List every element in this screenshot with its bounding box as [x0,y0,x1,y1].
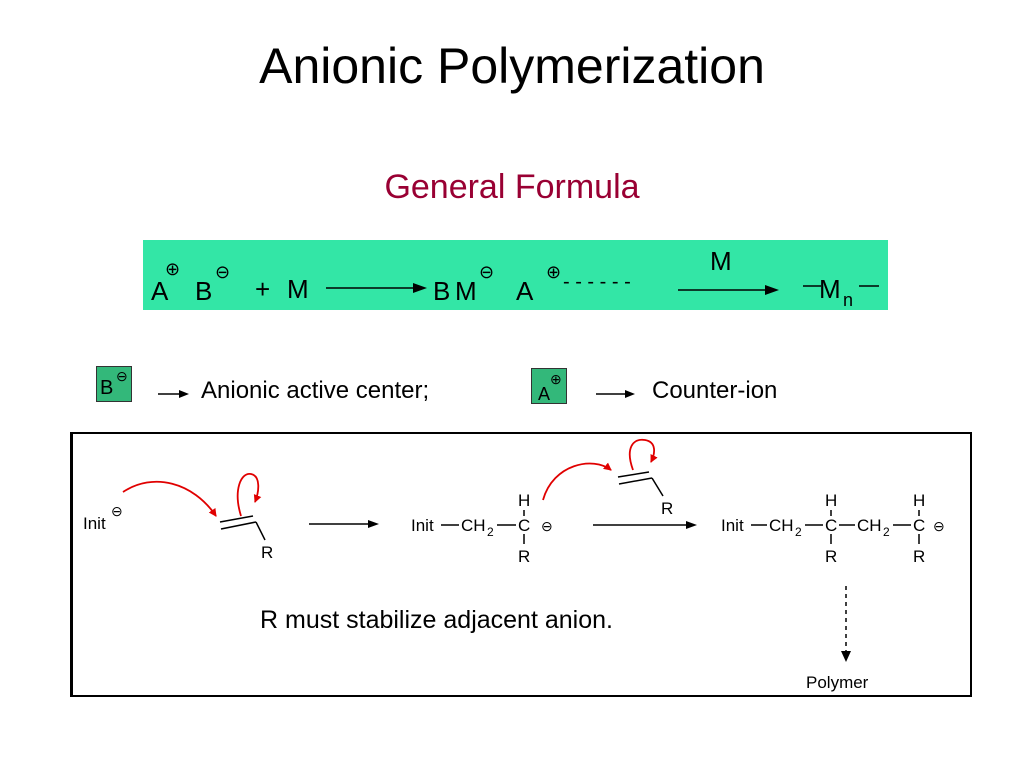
monomer1-r-bond [255,521,266,541]
chain-ch-2: CH [857,516,882,535]
intermediate-charge: ⊖ [541,518,553,534]
cation-legend-letter: A [538,384,551,404]
chain-c-2: C [913,516,925,535]
anion-legend-box: B ⊖ [96,366,132,402]
monomer2-r: R [661,499,673,518]
cation-legend-arrow [596,390,635,398]
mechanism-panel: Init ⊖ R Init CH 2 C H R ⊖ [70,432,972,697]
polymer-label: Polymer [806,673,869,692]
monomer2-r-bond [651,477,664,497]
formula-product-m: M [455,276,477,306]
formula-chain-n: n [843,290,853,310]
anion-legend-charge: ⊖ [116,368,128,384]
step-arrow-1-head [368,520,379,528]
intermediate-init: Init [411,516,434,535]
section-subtitle: General Formula [384,168,640,206]
monomer2-double-bond-b [618,477,653,485]
formula-b: B [195,276,212,306]
formula-monomer: M [287,274,309,304]
step-arrow-2-head [686,521,697,529]
formula-a: A [151,276,169,306]
chain-h-1: H [825,491,837,510]
anion-legend-text: Anionic active center; [201,377,430,404]
page-title: Anionic Polymerization [259,38,765,94]
reaction-arrow-2-head [765,285,779,295]
monomer1-r: R [261,543,273,562]
general-formula-banner: A ⊕ B ⊖ + M B M ⊖ A ⊕ - - - - - - M M n [143,240,888,310]
mechanism-diagram: Init ⊖ R Init CH 2 C H R ⊖ [83,438,945,692]
monomer2-double-bond-a [617,471,650,478]
intermediate-h: H [518,491,530,510]
anion-legend-arrow [158,390,189,398]
formula-product-m-charge: ⊖ [479,262,494,282]
cation-legend-box: A ⊕ [531,368,567,404]
monomer2-electron-arrow [628,438,658,471]
reaction-arrow-1-head [413,283,427,293]
formula-arrow-label: M [710,246,732,276]
chain-sub2-1: 2 [795,525,802,539]
formula-chain-m: M [819,274,841,304]
initiator-attack-arrow [122,480,217,517]
chain-init: Init [721,516,744,535]
chain-ch-1: CH [769,516,794,535]
anion-legend-letter: B [100,377,114,399]
intermediate-sub2: 2 [487,525,494,539]
intermediate-r: R [518,547,530,566]
chain-r-1: R [825,547,837,566]
monomer1-double-bond-b [220,521,257,530]
monomer1-double-bond-a [219,515,254,523]
intermediate-c: C [518,516,530,535]
chain-r-2: R [913,547,925,566]
initiator-charge: ⊖ [111,503,123,519]
intermediate-ch: CH [461,516,486,535]
cation-legend-charge: ⊕ [550,371,562,387]
cation-legend-text: Counter-ion [652,377,778,404]
formula-dashes: - - - - - - [563,271,631,293]
chain-sub2-2: 2 [883,525,890,539]
formula-plus: + [255,274,270,304]
formula-product-b: B [433,276,450,306]
chain-c-1: C [825,516,837,535]
formula-product-a: A [516,276,534,306]
intermediate-attack-arrow [542,462,612,501]
initiator-label: Init [83,514,106,533]
formula-b-charge: ⊖ [215,262,230,282]
formula-a-charge: ⊕ [165,259,180,279]
polymer-arrow-head [841,651,851,662]
stabilization-note: R must stabilize adjacent anion. [260,606,613,634]
monomer1-electron-arrow [236,473,262,517]
chain-h-2: H [913,491,925,510]
banner-background [143,240,888,310]
chain-charge: ⊖ [933,518,945,534]
formula-product-a-charge: ⊕ [546,262,561,282]
